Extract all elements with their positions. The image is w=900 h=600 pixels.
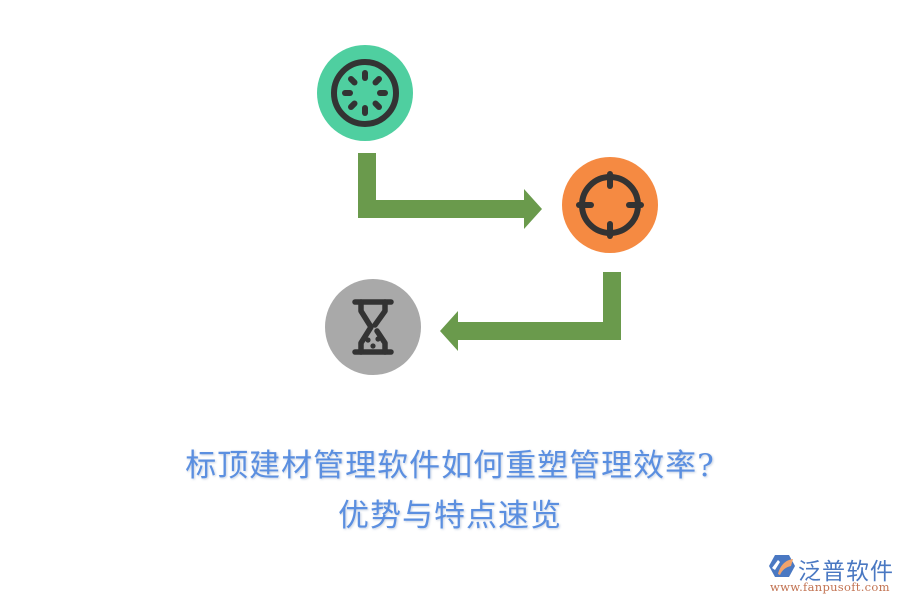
arrow-start-to-target	[358, 153, 542, 229]
logo-name: 泛普软件	[798, 559, 894, 585]
hourglass-icon	[352, 299, 394, 355]
node-start	[317, 45, 413, 141]
brand-logo: 泛普软件 www.fanpusoft.com	[768, 552, 896, 596]
node-time	[325, 279, 421, 375]
loading-spinner-icon	[331, 59, 399, 127]
arrow-target-to-time	[440, 272, 621, 351]
fanpu-logo-icon	[769, 555, 795, 577]
node-target	[562, 157, 658, 253]
logo-url: www.fanpusoft.com	[770, 580, 890, 594]
crosshair-target-icon	[576, 171, 644, 239]
title-line-2: 优势与特点速览	[338, 498, 562, 534]
title-line-1: 标顶建材管理软件如何重塑管理效率?	[185, 448, 715, 484]
